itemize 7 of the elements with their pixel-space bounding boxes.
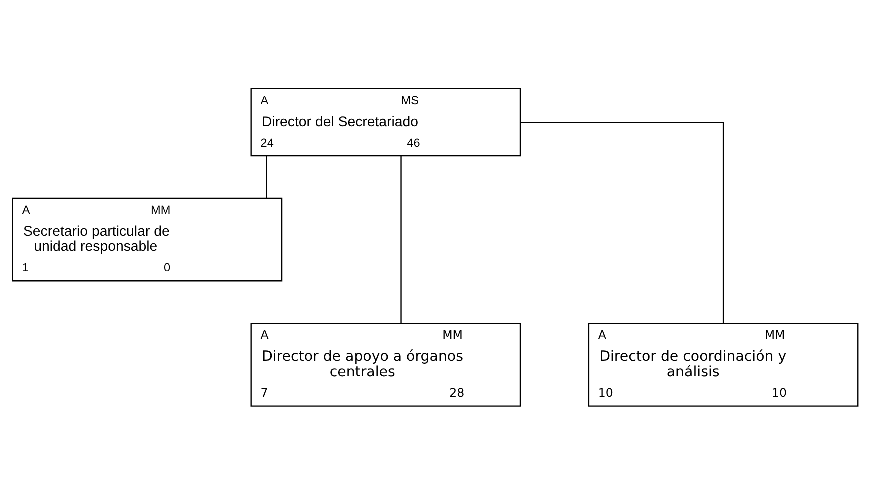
node-box: A MM Secretario particular de unidad responsable 1 0 bbox=[12, 197, 283, 282]
connector bbox=[520, 122, 724, 323]
connector bbox=[266, 156, 268, 198]
node-box: A MS Director del Secretariado 24 46 bbox=[250, 88, 522, 156]
node-box: A MM Director de coordinación y análisis 10 10 bbox=[588, 322, 859, 406]
connector bbox=[400, 156, 402, 323]
node-box: A MM Director de apoyo a órganos centrales 7 28 bbox=[250, 322, 522, 406]
